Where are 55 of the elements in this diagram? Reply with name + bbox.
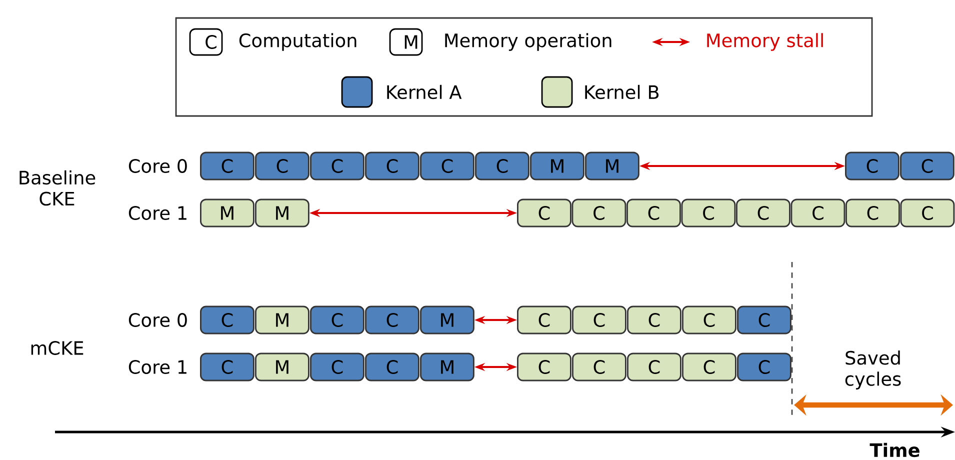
axis-label: Time	[870, 442, 920, 458]
row-group-label: mCKE	[31, 341, 84, 355]
task-block: C	[790, 198, 846, 228]
task-block: C	[517, 306, 572, 334]
task-block: C	[310, 306, 364, 334]
task-block: C	[737, 306, 792, 334]
task-block: C	[682, 306, 736, 334]
task-block: C	[572, 198, 626, 228]
task-block: C	[517, 198, 572, 228]
core-label: Core 1	[128, 360, 186, 374]
task-block: C	[365, 152, 420, 180]
saved-cycles-label: Saved cycles	[845, 350, 901, 390]
task-block: C	[365, 352, 420, 382]
legend-text: Kernel B	[585, 84, 659, 100]
task-block: C	[846, 198, 900, 228]
core-label: Core 0	[128, 313, 187, 327]
task-block: C	[255, 152, 310, 180]
core-label: Core 1	[128, 206, 186, 220]
task-block: C	[200, 152, 254, 180]
legend-text: Computation	[239, 33, 356, 51]
legend-text: Kernel A	[387, 84, 462, 100]
task-block: C	[200, 352, 254, 382]
task-block: C	[420, 152, 474, 180]
task-block: C	[682, 352, 736, 382]
task-block: C	[200, 306, 254, 334]
legend-text: Memory stall	[707, 33, 823, 51]
task-block: M	[200, 198, 254, 228]
legend-sample-letter: M	[404, 35, 418, 49]
task-block: C	[517, 352, 572, 382]
task-block: C	[737, 352, 792, 382]
task-block: C	[365, 306, 420, 334]
task-block: C	[310, 152, 364, 180]
core-label: Core 0	[128, 159, 187, 173]
task-block: M	[255, 198, 310, 228]
task-block: C	[572, 306, 626, 334]
task-block: M	[585, 152, 640, 180]
task-block: C	[627, 306, 682, 334]
task-block: C	[900, 152, 954, 180]
task-block: M	[255, 352, 310, 382]
task-block: M	[420, 352, 474, 382]
task-block: M	[530, 152, 584, 180]
task-block: C	[310, 352, 364, 382]
legend-sample-letter: C	[206, 35, 216, 49]
task-block: C	[475, 152, 530, 180]
task-block: C	[900, 198, 955, 228]
legend-text: Memory operation	[445, 33, 612, 51]
task-block: C	[572, 352, 626, 382]
task-block: M	[255, 306, 310, 334]
row-group-label: Baseline CKE	[20, 170, 96, 206]
task-block: M	[420, 306, 474, 334]
task-block: C	[681, 198, 736, 228]
task-block: C	[627, 352, 682, 382]
task-block: C	[845, 152, 900, 180]
task-block: C	[626, 198, 681, 228]
task-block: C	[736, 198, 790, 228]
